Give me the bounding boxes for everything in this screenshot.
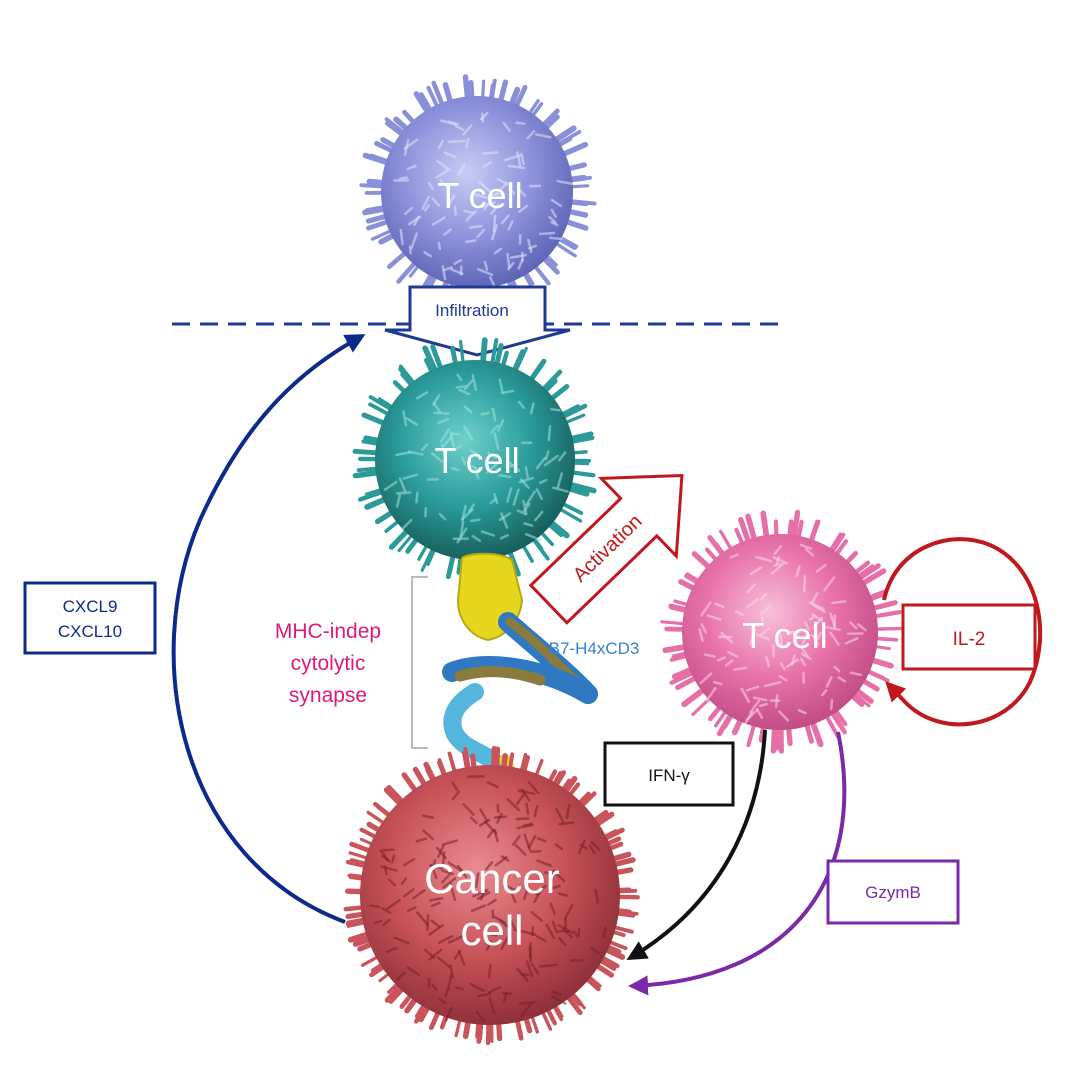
synapse-label-line3: synapse [289,684,367,707]
activated-t-cell-label: T cell [434,440,519,481]
infiltrating-t-cell-label: T cell [437,175,522,216]
effector-t-cell-label: T cell [742,615,827,656]
synapse-bracket [411,576,428,749]
cell-surface-texture [383,373,569,544]
infiltrating-t-cell: T cell [359,74,597,311]
activated-t-cell: T cell [352,337,597,584]
ifn-gamma-arrow: IFN-γ [603,729,767,961]
granzyme-b-arrow: GzymB [628,731,960,996]
effector-t-cell: T cell [660,509,903,754]
antibody-label: B7-H4xCD3 [549,639,640,658]
cancer-cell-label-line1: Cancer [424,855,559,902]
chemokine-label-line1: CXCL9 [63,597,118,616]
infiltration-label: Infiltration [435,301,509,320]
cell-surface-texture [698,543,867,725]
activation-arrow: Activation [528,473,684,625]
il2-autocrine-loop: IL-2 [882,537,1043,727]
cancer-cell: Cancer cell [343,745,640,1046]
synapse-label-line1: MHC-indep [275,620,381,643]
cell-surface-texture [393,111,573,290]
chemokine-label-line2: CXCL10 [58,622,122,641]
infiltration-arrow: Infiltration [384,285,571,357]
bispecific-antibody: B7-H4xCD3 [442,612,640,704]
cell-surface-texture [369,775,607,1023]
il2-label: IL-2 [953,629,986,650]
gzymb-label: GzymB [865,883,921,902]
chemokine-recruitment-arc: CXCL9 CXCL10 [23,334,366,924]
synapse-label-line2: cytolytic [291,652,366,675]
ifng-label: IFN-γ [648,766,690,785]
cancer-cell-label-line2: cell [460,907,523,954]
